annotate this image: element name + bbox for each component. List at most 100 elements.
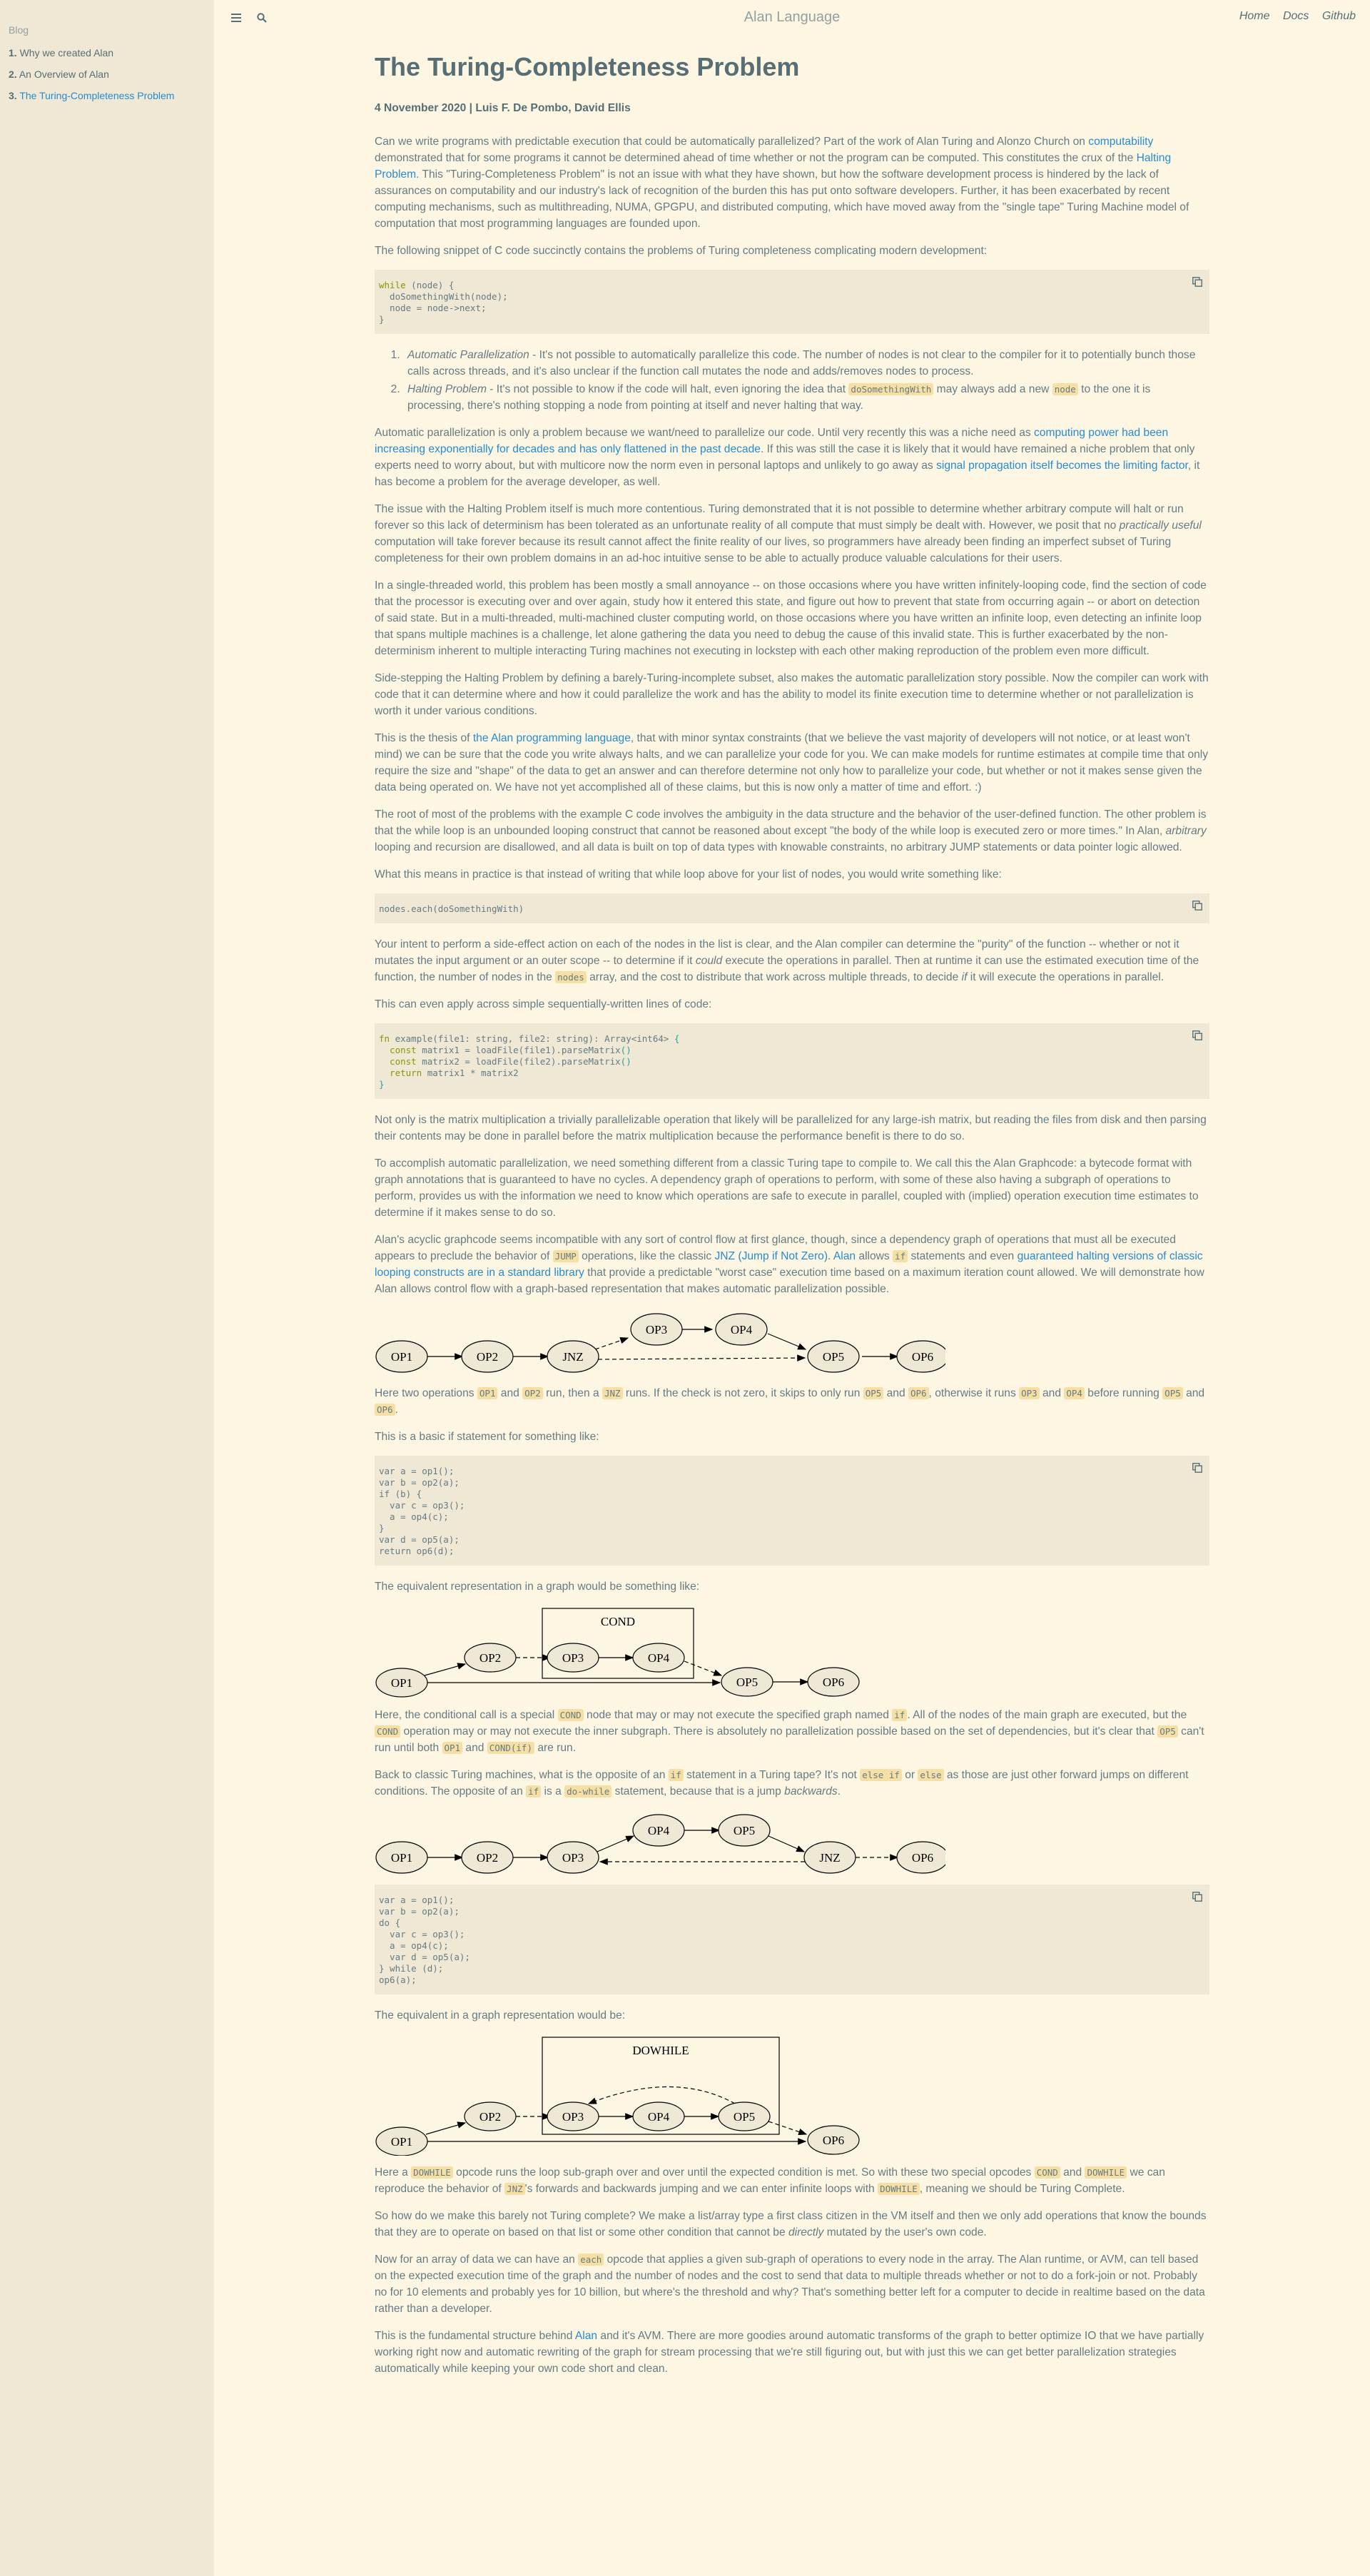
search-icon[interactable] bbox=[253, 9, 271, 27]
graph-label: OP6 bbox=[912, 1350, 933, 1364]
sidebar-item-overview[interactable]: 2. An Overview of Alan bbox=[9, 69, 207, 80]
graph-node-op4 bbox=[632, 1814, 685, 1847]
paragraph: Here a DOWHILE opcode runs the loop sub-… bbox=[375, 2166, 1165, 2195]
graph-label: OP6 bbox=[823, 2134, 844, 2147]
graph-label: OP4 bbox=[648, 1651, 670, 1665]
graph-node-jnz bbox=[803, 1841, 856, 1874]
graph-label: OP3 bbox=[562, 1651, 584, 1665]
chapter-number: 3. bbox=[9, 90, 17, 101]
copy-icon[interactable] bbox=[1192, 1030, 1202, 1043]
paragraph: This is the fundamental structure behind… bbox=[375, 2330, 1204, 2375]
graph-label: OP3 bbox=[646, 1323, 667, 1337]
graph-node-op1 bbox=[375, 1340, 428, 1373]
paragraph: Now for an array of data we can have an … bbox=[375, 2253, 1205, 2315]
link-computability[interactable]: computability bbox=[1088, 136, 1154, 148]
paragraph: To accomplish automatic parallelization,… bbox=[375, 1157, 1199, 1219]
book-title: Alan Language bbox=[744, 9, 841, 25]
nav-link-github[interactable]: Github bbox=[1321, 10, 1356, 22]
graph-node-op1 bbox=[375, 1668, 428, 1698]
graph-node-op1 bbox=[375, 1841, 428, 1874]
graph-node-op2 bbox=[461, 1841, 514, 1874]
graph-label: OP3 bbox=[562, 1851, 584, 1865]
sidebar-item-turing-completeness[interactable]: 3. The Turing-Completeness Problem bbox=[9, 90, 207, 101]
graph-node-op3 bbox=[547, 2101, 599, 2131]
graph-label: OP6 bbox=[912, 1851, 933, 1865]
graph-label: OP5 bbox=[734, 2110, 755, 2124]
paragraph: Alan's acyclic graphcode seems incompati… bbox=[375, 1234, 1204, 1295]
graph-label: OP5 bbox=[736, 1675, 758, 1689]
sidebar-item-label[interactable]: The Turing-Completeness Problem bbox=[19, 90, 175, 101]
chapter-number: 1. bbox=[9, 47, 17, 59]
dowhile-graph-diagram: DOWHILE OP1 OP2 OP3 OP4 OP5 OP6 bbox=[375, 2037, 860, 2156]
article-meta: 4 November 2020 | Luis F. De Pombo, Davi… bbox=[375, 102, 631, 114]
paragraph: So how do we make this barely not Turing… bbox=[375, 2210, 1207, 2238]
paragraph: This is the thesis of the Alan programmi… bbox=[375, 732, 1209, 793]
graph-node-op3 bbox=[547, 1841, 599, 1874]
graph-label: OP2 bbox=[477, 1851, 498, 1865]
nav-link-home[interactable]: Home bbox=[1239, 10, 1270, 22]
paragraph: The root of most of the problems with th… bbox=[375, 808, 1207, 853]
link-standard-library[interactable]: guaranteed halting versions of classic l… bbox=[375, 1250, 1203, 1279]
graph-label: OP4 bbox=[648, 1824, 670, 1837]
graph-node-op4 bbox=[632, 2101, 685, 2131]
link-computing-power[interactable]: computing power had been increasing expo… bbox=[375, 427, 1169, 455]
list-item: Automatic Parallelization - It's not pos… bbox=[403, 347, 1209, 380]
cond-subgraph-box bbox=[542, 1608, 694, 1679]
code-block-each: nodes.each(doSomethingWith) bbox=[375, 893, 1209, 923]
paragraph: Can we write programs with predictable e… bbox=[375, 136, 1189, 230]
graph-label: JNZ bbox=[562, 1350, 583, 1364]
menu-bar: Alan Language Home Docs Github bbox=[214, 0, 1370, 36]
graph-label: OP4 bbox=[648, 2110, 670, 2124]
graph-label: OP1 bbox=[391, 2135, 412, 2149]
sidebar-item-label[interactable]: An Overview of Alan bbox=[19, 69, 109, 80]
paragraph: What this means in practice is that inst… bbox=[375, 868, 1002, 881]
paragraph: In a single-threaded world, this problem… bbox=[375, 579, 1207, 657]
link-jnz[interactable]: JNZ (Jump if Not Zero) bbox=[714, 1250, 828, 1262]
hamburger-menu-icon[interactable] bbox=[227, 9, 245, 27]
graph-node-op3 bbox=[630, 1313, 683, 1346]
link-alan[interactable]: Alan bbox=[833, 1250, 856, 1262]
graph-label: OP2 bbox=[480, 2110, 501, 2124]
link-halting-problem[interactable]: Halting Problem bbox=[375, 152, 1172, 181]
paragraph: Here two operations OP1 and OP2 run, the… bbox=[375, 1387, 1205, 1416]
copy-icon[interactable] bbox=[1192, 901, 1202, 913]
paragraph: Here, the conditional call is a special … bbox=[375, 1709, 1204, 1754]
paragraph: The issue with the Halting Problem itsel… bbox=[375, 503, 1202, 564]
copy-icon[interactable] bbox=[1192, 1463, 1202, 1476]
link-alan-repo[interactable]: Alan bbox=[574, 2330, 598, 2342]
page-title: The Turing-Completeness Problem bbox=[375, 52, 800, 81]
graph-node-op1 bbox=[375, 2126, 428, 2156]
code-block-matrix: fn example(file1: string, file2: string)… bbox=[375, 1023, 1209, 1099]
graph-node-op6 bbox=[896, 1340, 945, 1373]
graph-label: OP2 bbox=[480, 1651, 501, 1665]
graph-node-op3 bbox=[547, 1643, 599, 1673]
graph-node-jnz bbox=[547, 1340, 599, 1373]
nav-link-docs[interactable]: Docs bbox=[1282, 10, 1309, 22]
copy-icon[interactable] bbox=[1192, 277, 1202, 290]
graph-label: JNZ bbox=[819, 1851, 840, 1865]
backward-jnz-graph-diagram: OP1 OP2 OP3 OP4 OP5 JNZ OP6 bbox=[375, 1814, 945, 1874]
graph-node-op6 bbox=[807, 1667, 860, 1697]
sidebar: Blog 1. Why we created Alan 2. An Overvi… bbox=[0, 0, 214, 2576]
sidebar-item-label[interactable]: Why we created Alan bbox=[19, 47, 114, 59]
graph-node-op4 bbox=[632, 1643, 685, 1673]
chapter-number: 2. bbox=[9, 69, 17, 80]
graph-node-op6 bbox=[896, 1841, 945, 1874]
graph-label: OP1 bbox=[391, 1676, 412, 1690]
paragraph: The equivalent in a graph representation… bbox=[375, 2009, 626, 2022]
copy-icon[interactable] bbox=[1192, 1892, 1202, 1905]
graph-node-op2 bbox=[464, 1643, 517, 1673]
paragraph: This can even apply across simple sequen… bbox=[375, 998, 712, 1010]
subgraph-label-cond: COND bbox=[601, 1615, 635, 1628]
link-signal-propagation[interactable]: signal propagation itself becomes the li… bbox=[936, 460, 1188, 472]
graph-label: OP6 bbox=[823, 1675, 844, 1689]
code-block-do-while: var a = op1(); var b = op2(a); do { var … bbox=[375, 1885, 1209, 1994]
paragraph: Your intent to perform a side-effect act… bbox=[375, 938, 1199, 983]
paragraph: Back to classic Turing machines, what is… bbox=[375, 1769, 1189, 1797]
subgraph-label-dowhile: DOWHILE bbox=[632, 2044, 689, 2057]
paragraph: Automatic parallelization is only a prob… bbox=[375, 427, 1200, 488]
sidebar-item-why-we-created-alan[interactable]: 1. Why we created Alan bbox=[9, 47, 207, 59]
graph-label: OP1 bbox=[391, 1851, 412, 1865]
graph-node-op5 bbox=[718, 1814, 771, 1847]
link-alan-language[interactable]: the Alan programming language bbox=[472, 732, 631, 744]
